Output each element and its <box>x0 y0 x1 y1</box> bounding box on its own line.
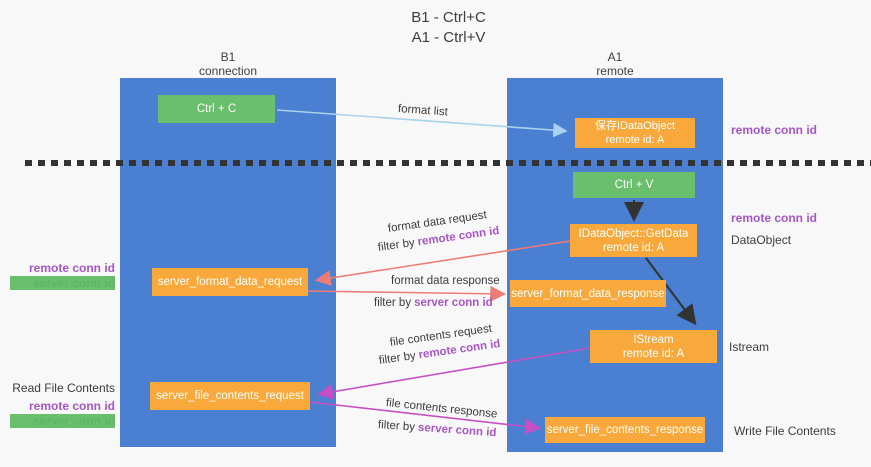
server-format-data-request-label: server_format_data_request <box>157 276 303 288</box>
lane-b1-name: B1 <box>220 50 236 64</box>
save-idataobject-line2: remote id: A <box>605 134 665 146</box>
getdata-line2: remote id: A <box>602 241 665 254</box>
dataobject-label: DataObject <box>731 233 792 247</box>
file-contents-response-label: file contents response <box>385 397 498 421</box>
lane-header-a1: A1 remote <box>507 50 723 78</box>
diagram-title: B1 - Ctrl+C A1 - Ctrl+V <box>0 8 871 48</box>
node-server-file-contents-response: server_file_contents_response <box>545 417 705 443</box>
node-ctrl-c: Ctrl + C <box>158 95 275 123</box>
istream-side-label: Istream <box>729 340 770 354</box>
node-save-idataobject: 保存IDataObject remote id: A <box>575 118 695 148</box>
server-file-contents-request-label: server_file_contents_request <box>156 390 304 402</box>
node-server-format-data-request: server_format_data_request <box>152 268 308 296</box>
left-remote-conn-id-label-2: remote conn id <box>28 399 115 413</box>
node-server-format-data-response: server_format_data_response <box>510 280 666 307</box>
node-idataobject-getdata: IDataObject::GetData remote id: A <box>570 224 697 257</box>
title-line-2: A1 - Ctrl+V <box>411 29 486 46</box>
getdata-line1: IDataObject::GetData <box>578 227 689 240</box>
istream-line1: IStream <box>633 333 674 346</box>
right-remote-conn-id-mid-label: remote conn id <box>731 211 818 225</box>
lane-b1-subtitle: connection <box>198 64 258 78</box>
title-line-1: B1 - Ctrl+C <box>411 9 486 26</box>
ctrl-v-label: Ctrl + V <box>614 179 654 191</box>
istream-line2: remote id: A <box>622 347 685 360</box>
server-format-data-response-label: server_format_data_response <box>511 287 665 300</box>
server-file-contents-response-label: server_file_contents_response <box>546 424 704 436</box>
left-server-conn-id-label: server conn id <box>10 276 115 290</box>
read-file-contents-label: Read File Contents <box>12 381 115 395</box>
lane-a1-name: A1 <box>607 50 623 64</box>
node-ctrl-v: Ctrl + V <box>573 172 695 198</box>
left-remote-conn-id-label: remote conn id <box>28 261 115 275</box>
ctrl-c-label: Ctrl + C <box>196 103 237 115</box>
left-server-conn-id-label-2: server conn id <box>10 414 115 428</box>
lane-header-b1: B1 connection <box>120 50 336 78</box>
node-istream: IStream remote id: A <box>590 330 717 363</box>
format-data-response-label: format data response <box>391 275 500 287</box>
save-idataobject-line1: 保存IDataObject <box>594 120 676 132</box>
write-file-contents-label: Write File Contents <box>734 424 836 438</box>
lane-a1-subtitle: remote <box>596 64 634 78</box>
arrow-format-data-response <box>307 285 507 302</box>
dashed-separator <box>25 160 871 166</box>
format-list-label: format list <box>397 103 449 119</box>
node-server-file-contents-request: server_file_contents_request <box>150 382 310 410</box>
right-remote-conn-id-top-label: remote conn id <box>731 123 818 137</box>
